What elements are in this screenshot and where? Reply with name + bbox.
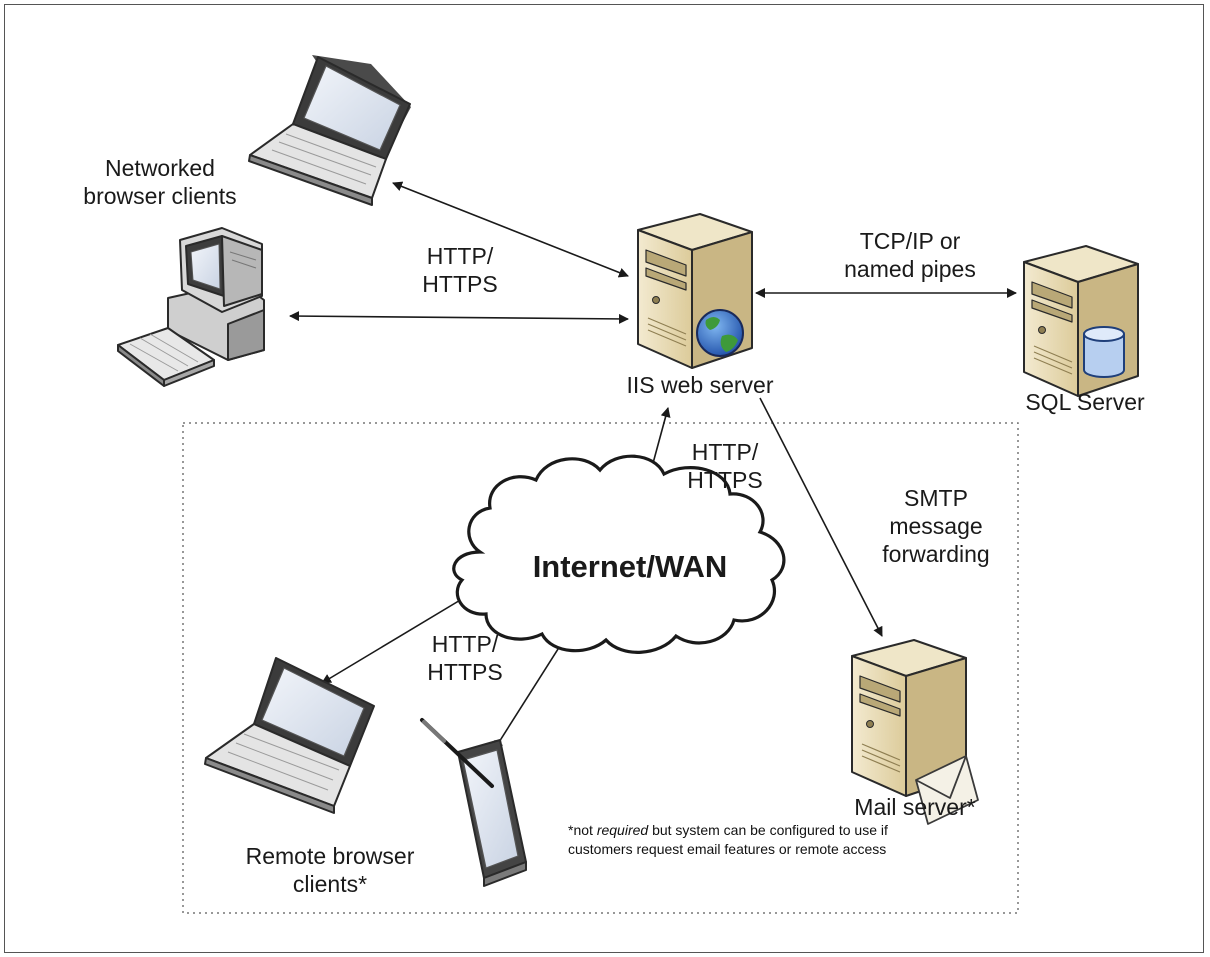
laptop-icon [248,55,411,206]
remote-clients-label: Remote browser clients* [245,843,415,897]
footnote: *not required but system can be configur… [568,821,888,859]
footnote-line-2: customers request email features or remo… [568,841,887,857]
tcpip-label: TCP/IP or named pipes [844,228,976,282]
database-icon [1083,326,1125,378]
internet-cloud [452,454,786,654]
connector-iis-mail [759,397,883,637]
laptop-icon [204,657,375,814]
envelope-icon [915,755,979,825]
http-https-label: HTTP/ HTTPS [422,243,498,297]
connector-laptop-iis [392,181,629,278]
footnote-rest: but system can be configured to use if [648,822,888,838]
tablet-icon [457,739,527,887]
footnote-prefix: *not [568,822,597,838]
smtp-label: SMTP message forwarding [882,485,990,567]
footnote-line-1: *not required but system can be configur… [568,821,888,840]
diagram-frame [4,4,1204,953]
sql-server-label: SQL Server [1025,389,1145,415]
iis-web-server-label: IIS web server [626,372,774,398]
footnote-emphasis: required [596,822,649,838]
networked-clients-label: Networked browser clients [83,155,237,209]
connector-internet-laptop [321,592,473,684]
stylus-icon [420,718,494,788]
mail-server-label: Mail server* [854,794,976,820]
remote-zone-border [182,422,1019,914]
http-https-label: HTTP/ HTTPS [687,439,763,493]
globe-icon [696,309,744,357]
connector-desktop-iis [289,311,629,324]
internet-wan-label: Internet/WAN [532,549,728,584]
desktop-computer-icon [117,227,265,387]
http-https-label: HTTP/ HTTPS [427,631,503,685]
mail-server-icon [851,639,967,797]
